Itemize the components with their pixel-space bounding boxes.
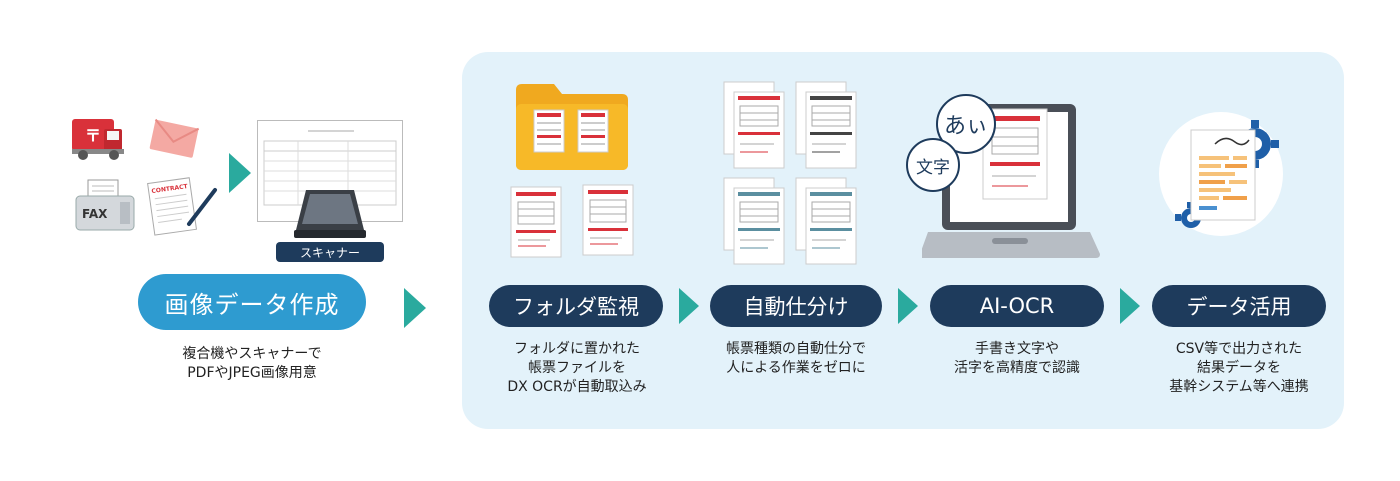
fax-label: FAX [82,207,108,221]
step-data-utilization-description: CSV等で出力された 結果データを 基幹システム等へ連携 [1134,340,1344,397]
step-auto-sorting-title: 自動仕分け [710,285,882,327]
scanner-label: スキャナー [276,242,384,262]
data-integration-icon [1155,110,1285,242]
step-folder-monitoring-description: フォルダに置かれた 帳票ファイルを DX OCRが自動取込み [474,340,680,397]
arrow-to-panel [404,288,426,328]
step-data-utilization-title: データ活用 [1152,285,1326,327]
post-truck-icon: 〒 [72,119,124,160]
kanji-bubble-icon: 文字 [906,138,960,192]
step-image-creation-title: 画像データ作成 [138,274,366,330]
step-auto-sorting-description: 帳票種類の自動仕分で 人による作業をゼロに [692,340,900,378]
description-line: 活字を高精度で認識 [954,360,1080,376]
svg-text:〒: 〒 [85,126,101,145]
arrow-step-3-to-4 [1120,288,1140,324]
sorted-documents-icon [722,80,866,274]
description-line: CSV等で出力された [1175,341,1303,357]
input-sources-illustration: 〒 [70,115,220,235]
description-line: 帳票ファイルを [528,360,626,376]
description-line: 複合機やスキャナーで [182,346,322,362]
arrow-step-2-to-3 [898,288,918,324]
form-document-icon [510,186,562,262]
description-line: 結果データを [1197,360,1281,376]
description-line: 人による作業をゼロに [726,360,866,376]
kanji-bubble-text: 文字 [916,157,950,178]
step-ai-ocr-title: AI-OCR [930,285,1104,327]
contract-document-icon: CONTRACT [145,176,223,242]
form-document-icon [582,184,634,260]
envelope-icon [148,118,202,164]
step-folder-monitoring-title: フォルダ監視 [489,285,663,327]
hiragana-bubble-text: あぃ [943,114,988,139]
description-line: 基幹システム等へ連携 [1169,379,1309,395]
arrow-sources-to-scanner [229,153,251,193]
folder-icon [510,80,634,176]
fax-machine-icon: FAX [74,178,138,238]
step-ai-ocr-description: 手書き文字や 活字を高精度で認識 [914,340,1120,378]
description-line: PDFやJPEG画像用意 [187,365,317,381]
description-line: DX OCRが自動取込み [507,379,647,395]
description-line: 手書き文字や [975,341,1059,357]
step-image-creation-description: 複合機やスキャナーで PDFやJPEG画像用意 [130,345,374,383]
scanner-icon [290,184,370,244]
description-line: 帳票種類の自動仕分で [726,341,866,357]
description-line: フォルダに置かれた [514,341,640,357]
ocr-form-document-icon [982,108,1048,204]
arrow-step-1-to-2 [679,288,699,324]
